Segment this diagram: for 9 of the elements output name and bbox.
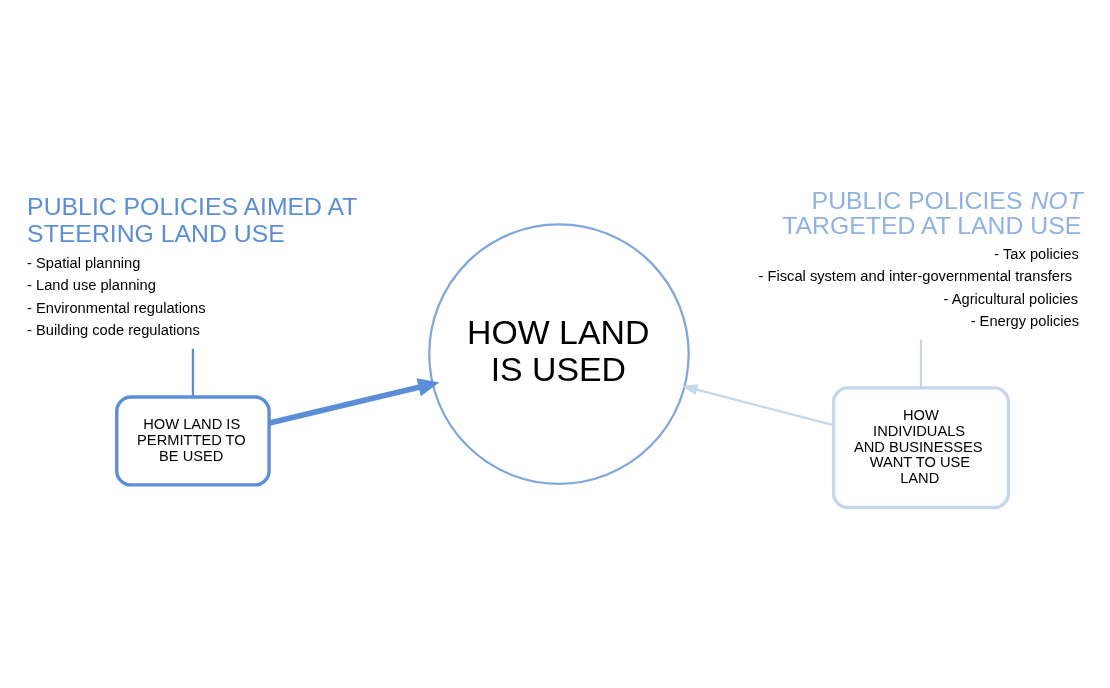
arrow (268, 377, 440, 426)
node-box: HOW INDIVIDUALS AND BUSINESSES WANT TO USE LAND (831, 385, 1011, 509)
node-text: PUBLIC POLICIES NOT TARGETED AT LAND USE - Tax policies - Fiscal system and inter-governmental transfers - Agricultural policies - Energy policies (758, 186, 1083, 329)
connector (191, 348, 195, 397)
node-text: PUBLIC POLICIES AIMED AT STEERING LAND USE - Spatial planning - Land use planning - Environmental regulations - Building code regulations (27, 192, 358, 338)
connector (919, 339, 923, 388)
node-circle: HOW LAND IS USED (428, 222, 690, 485)
arrow (681, 383, 834, 426)
node-box: HOW LAND IS PERMITTED TO BE USED (115, 394, 271, 487)
